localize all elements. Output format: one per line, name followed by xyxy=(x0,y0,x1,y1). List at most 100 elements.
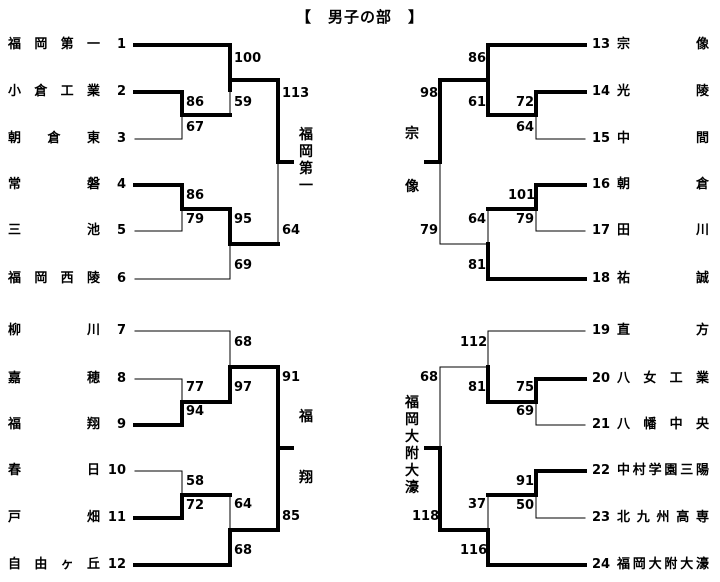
winner-char: 濠 xyxy=(405,480,419,496)
team-name: 福岡第一 xyxy=(8,37,100,52)
bracket-line xyxy=(133,365,232,427)
team-seed: 21 xyxy=(592,417,611,432)
winner-char: 一 xyxy=(299,178,313,194)
bracket-line xyxy=(133,493,232,520)
winner-q1-label: 福 岡 第 一 xyxy=(297,127,315,195)
match-score: 116 xyxy=(460,543,488,558)
match-score: 86 xyxy=(186,95,205,110)
match-score: 86 xyxy=(468,51,487,66)
match-score: 79 xyxy=(186,212,205,227)
match-score: 97 xyxy=(234,380,253,395)
bracket-line xyxy=(134,114,183,140)
match-score: 100 xyxy=(234,51,262,66)
team-seed: 18 xyxy=(592,271,611,286)
match-score: 67 xyxy=(186,120,205,135)
team-seed: 7 xyxy=(116,323,126,338)
bracket-line xyxy=(134,330,231,368)
team-name: 朝倉 xyxy=(617,177,709,192)
bracket-line xyxy=(133,446,280,567)
team-seed: 12 xyxy=(107,557,126,572)
bracket-line xyxy=(535,401,586,426)
match-score: 64 xyxy=(234,497,253,512)
bracket-line xyxy=(535,208,586,232)
winner-char: 福 xyxy=(299,409,313,425)
match-score: 79 xyxy=(420,223,439,238)
winner-char: 大 xyxy=(405,463,419,479)
team-name: 田川 xyxy=(617,223,709,238)
team-seed: 10 xyxy=(107,463,126,478)
winner-char: 大 xyxy=(405,429,419,445)
match-score: 61 xyxy=(468,95,487,110)
winner-char: 岡 xyxy=(405,412,419,428)
team-name: 小倉工業 xyxy=(8,84,100,99)
bracket-line xyxy=(535,114,586,140)
team-name: 宗像 xyxy=(617,37,709,52)
team-seed: 5 xyxy=(116,223,126,238)
team-name: 福岡西陵 xyxy=(8,271,100,286)
match-score: 86 xyxy=(186,188,205,203)
match-score: 64 xyxy=(516,120,535,135)
match-score: 91 xyxy=(516,474,535,489)
match-score: 69 xyxy=(516,404,535,419)
match-score: 50 xyxy=(516,498,535,513)
bracket-line xyxy=(134,470,183,496)
team-name: 福岡大附大濠 xyxy=(617,557,709,572)
bracket-line xyxy=(133,43,232,92)
bracket-line xyxy=(228,365,294,450)
match-score: 101 xyxy=(508,188,536,203)
bracket-line xyxy=(486,242,587,281)
team-name: 光陵 xyxy=(617,84,709,99)
team-seed: 23 xyxy=(592,510,611,525)
team-name: 戸畑 xyxy=(8,510,100,525)
bracket-line xyxy=(535,494,586,519)
match-score: 79 xyxy=(516,212,535,227)
team-name: 嘉穂 xyxy=(8,371,100,386)
bracket-line xyxy=(134,208,183,232)
winner-char: 第 xyxy=(299,161,313,177)
team-seed: 20 xyxy=(592,371,611,386)
match-score: 72 xyxy=(516,95,535,110)
team-seed: 17 xyxy=(592,223,611,238)
match-score: 58 xyxy=(186,474,205,489)
match-score: 81 xyxy=(468,258,487,273)
match-score: 68 xyxy=(420,370,439,385)
team-seed: 24 xyxy=(592,557,611,572)
bracket-line xyxy=(133,183,280,246)
bracket-line xyxy=(424,446,587,567)
bracket-line xyxy=(486,469,587,497)
winner-char: 福 xyxy=(405,395,419,411)
match-score: 95 xyxy=(234,212,253,227)
bracket-line xyxy=(228,78,280,164)
bracket-line xyxy=(439,161,489,245)
winner-q3-label: 宗 像 xyxy=(403,126,421,196)
team-seed: 4 xyxy=(116,177,126,192)
match-score: 68 xyxy=(234,543,253,558)
match-score: 94 xyxy=(186,404,205,419)
team-name: 八幡中央 xyxy=(617,417,709,432)
team-name: 春日 xyxy=(8,463,100,478)
team-name: 直方 xyxy=(617,323,709,338)
team-name: 自由ヶ丘 xyxy=(8,557,100,572)
match-score: 113 xyxy=(282,86,310,101)
team-seed: 16 xyxy=(592,177,611,192)
match-score: 37 xyxy=(468,497,487,512)
match-score: 98 xyxy=(420,86,439,101)
match-score: 112 xyxy=(460,335,488,350)
page-title: 【 男子の部 】 xyxy=(295,8,424,26)
team-name: 三池 xyxy=(8,223,100,238)
winner-char: 翔 xyxy=(299,470,313,486)
winner-q2-label: 福 翔 xyxy=(297,409,315,487)
team-name: 八女工業 xyxy=(617,371,709,386)
team-name: 常磐 xyxy=(8,177,100,192)
team-seed: 2 xyxy=(116,84,126,99)
team-seed: 8 xyxy=(116,371,126,386)
team-seed: 1 xyxy=(116,37,126,52)
bracket-line xyxy=(424,43,587,164)
match-score: 91 xyxy=(282,370,301,385)
match-score: 64 xyxy=(468,212,487,227)
team-name: 祐誠 xyxy=(617,271,709,286)
match-score: 118 xyxy=(412,509,440,524)
team-seed: 3 xyxy=(116,131,126,146)
winner-char: 宗 xyxy=(405,126,419,142)
